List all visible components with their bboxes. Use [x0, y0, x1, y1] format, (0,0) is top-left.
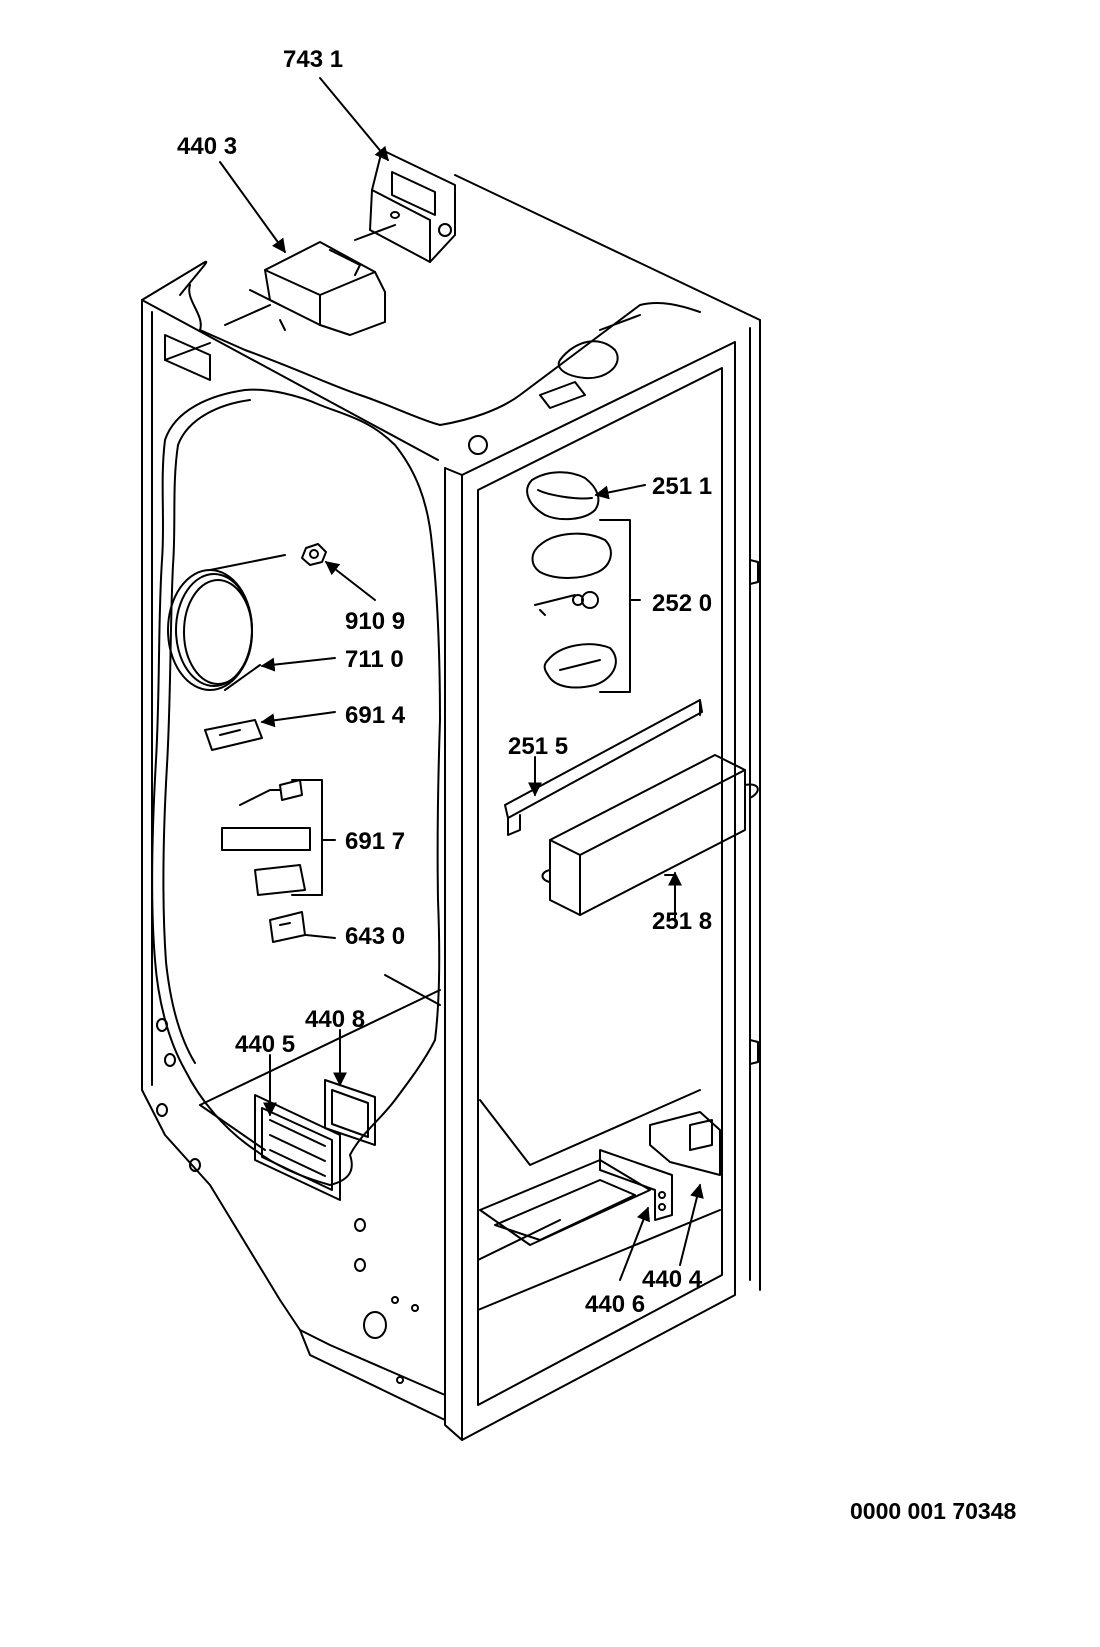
part-440-3-housing	[224, 224, 396, 336]
part-251-5-rail	[504, 699, 703, 836]
part-label: 691 4	[345, 702, 406, 729]
part-label: 251 1	[652, 473, 713, 500]
part-label: 440 3	[177, 133, 238, 160]
part-440-6-bracket	[599, 1149, 673, 1221]
part-label: 440 4	[642, 1266, 703, 1293]
part-label: 251 5	[508, 733, 569, 760]
part-711-0-coil	[167, 554, 286, 691]
part-label: 711 0	[345, 646, 404, 673]
part-label: 440 5	[235, 1031, 296, 1058]
part-label: 910 9	[345, 608, 406, 635]
part-label: 643 0	[345, 923, 406, 950]
part-440-4-bracket	[649, 1111, 721, 1176]
part-251-8-channel	[541, 754, 759, 916]
part-440-5-module	[254, 1094, 341, 1201]
part-label: 251 8	[652, 908, 713, 935]
part-label: 691 7	[345, 828, 406, 855]
cabinet-shell	[141, 174, 761, 1441]
part-label: 440 6	[585, 1291, 646, 1318]
part-label: 743 1	[283, 46, 344, 73]
part-910-9-nut	[301, 543, 327, 566]
part-643-0-plate	[269, 911, 306, 943]
leader-lines	[219, 77, 704, 1281]
part-743-1-bracket	[369, 149, 456, 263]
torn-top-panel	[164, 260, 701, 455]
part-440-8-module	[324, 1079, 376, 1146]
part-label: 252 0	[652, 590, 713, 617]
torn-back-panel	[151, 388, 441, 1186]
mounting-holes	[156, 1018, 419, 1384]
document-number: 0000 001 70348	[850, 1498, 1017, 1524]
part-251-1-lamp-cover	[526, 471, 600, 521]
part-252-0-lamp-assembly	[531, 519, 641, 693]
part-691-7-kit	[221, 779, 336, 896]
part-691-4-switch	[204, 719, 263, 751]
part-label: 440 8	[305, 1006, 366, 1033]
